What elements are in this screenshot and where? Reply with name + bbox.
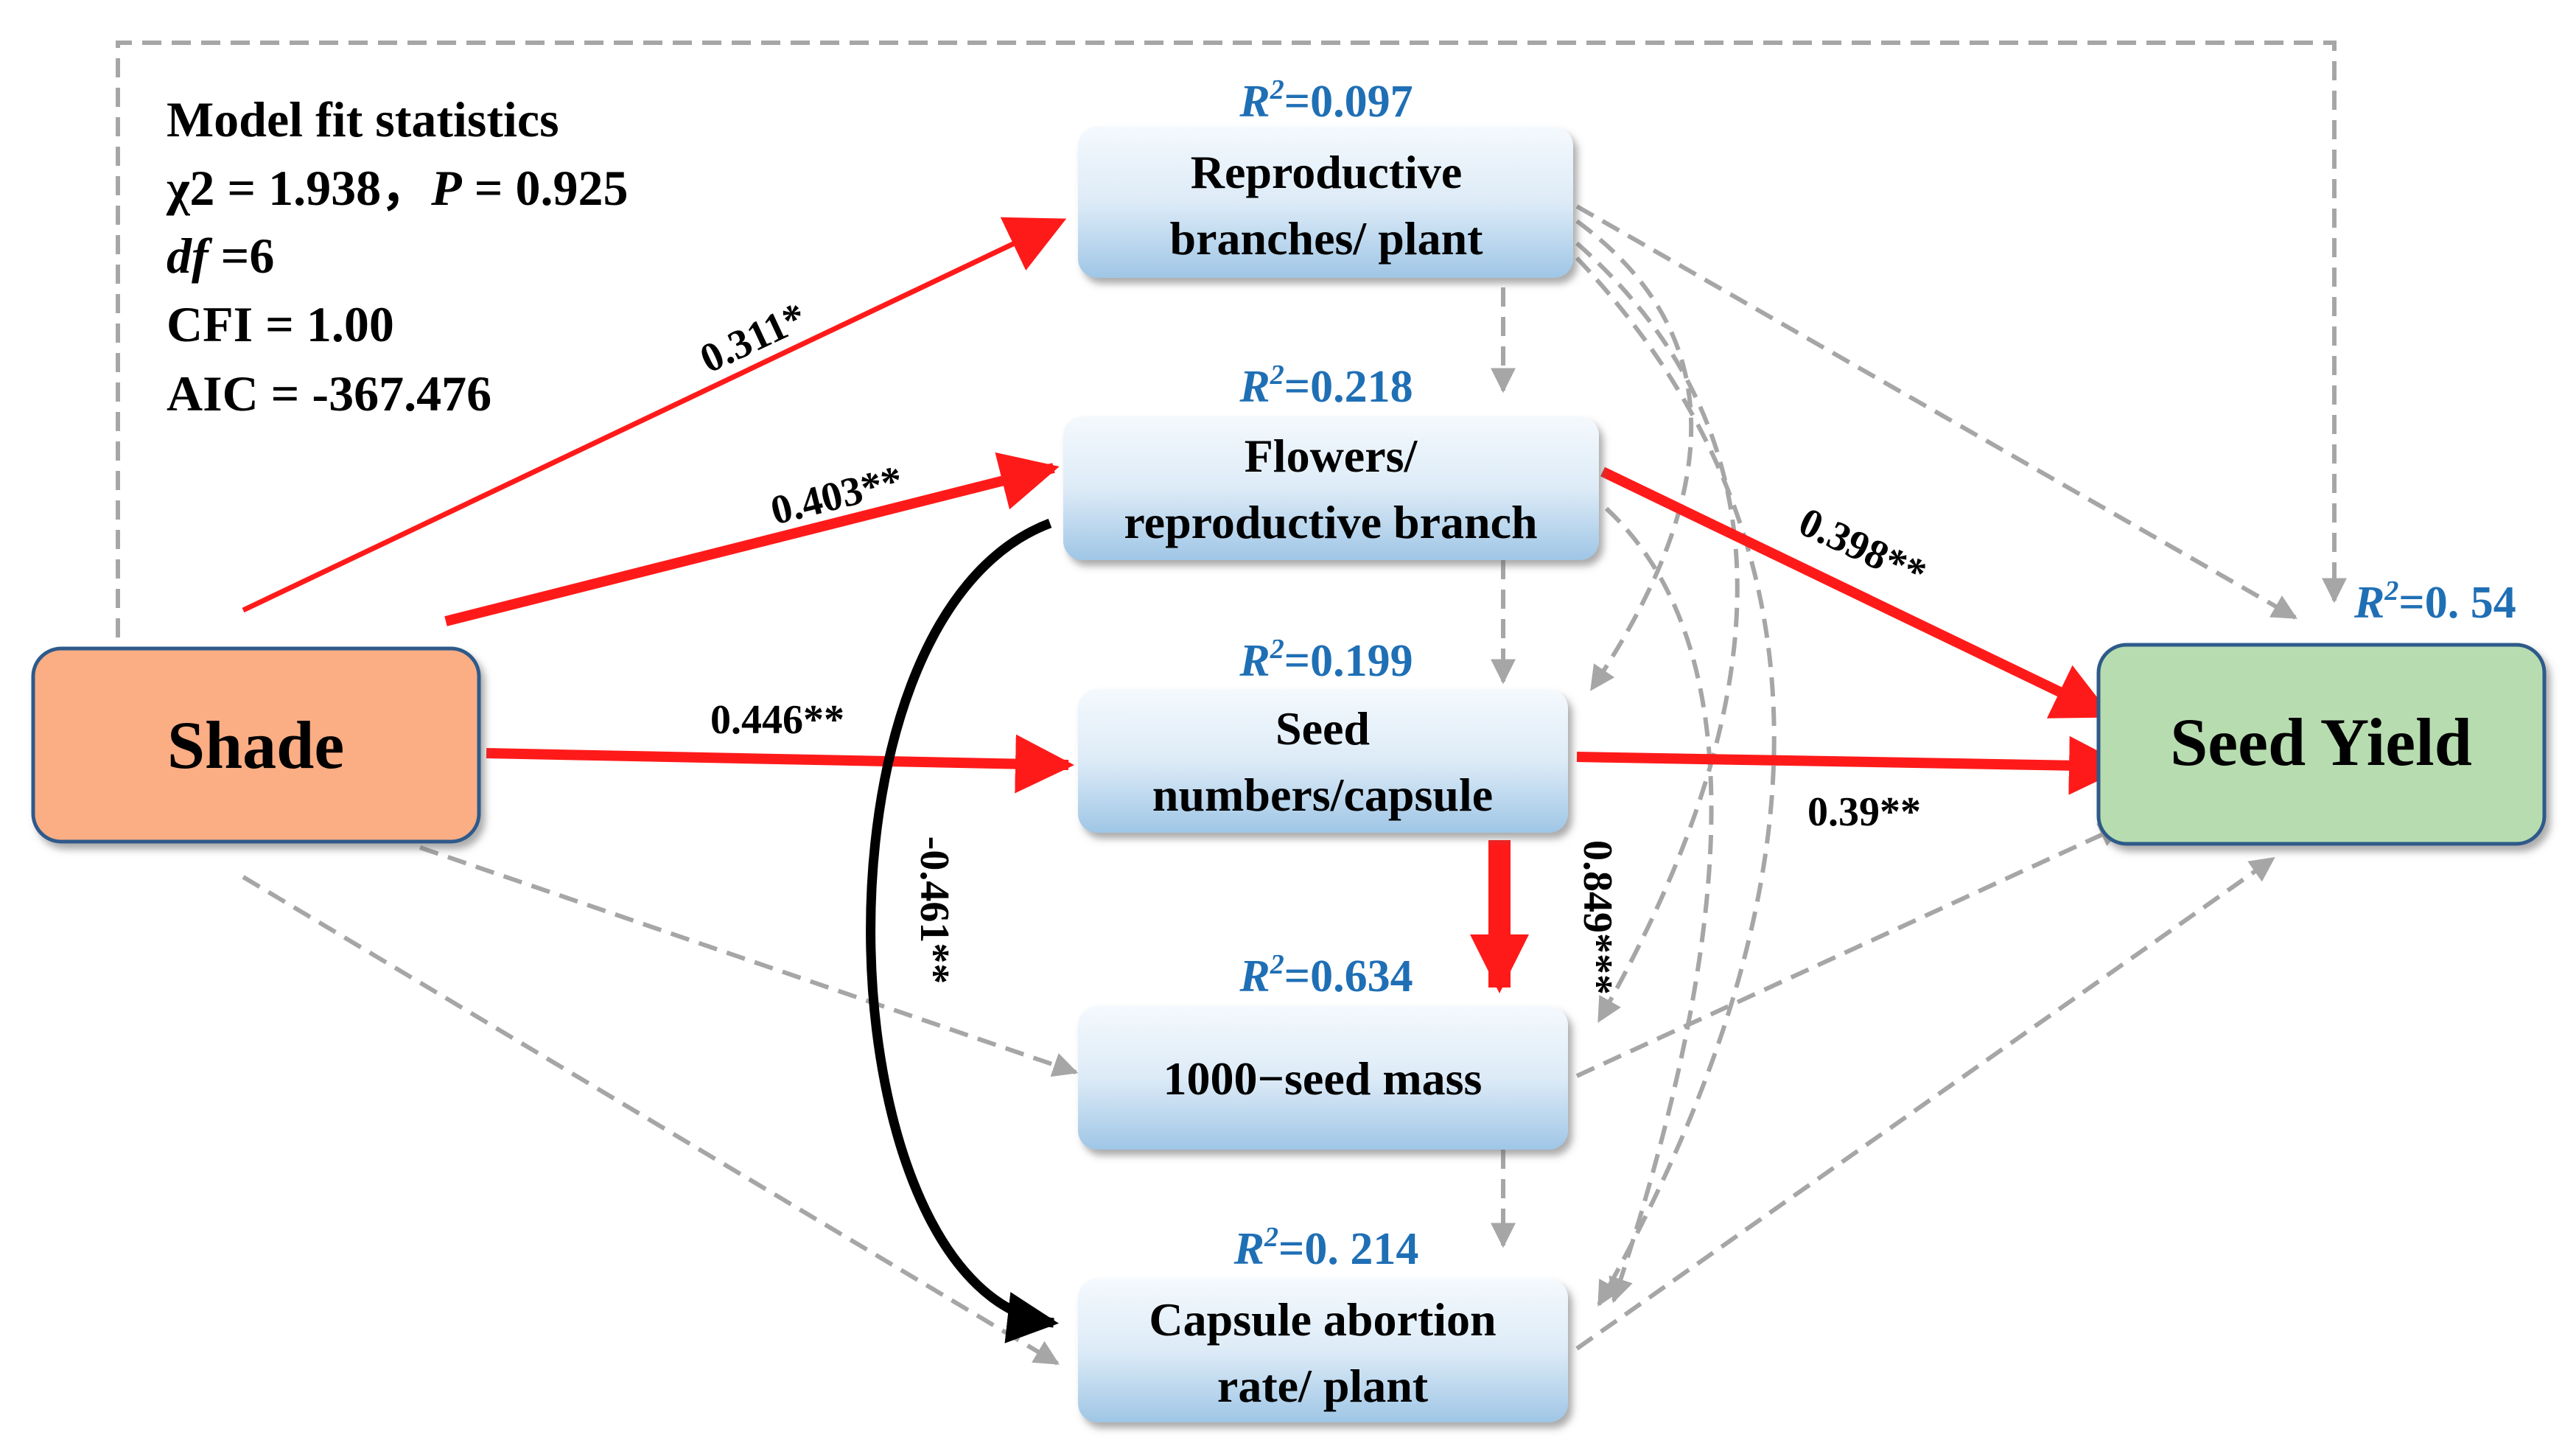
- coef-seed-numbers-to-mass: 0.849***: [1575, 840, 1620, 995]
- path-shade-to-branches: [242, 217, 1067, 613]
- node-seed-yield-label: Seed Yield: [2170, 705, 2472, 780]
- coef-seed-numbers-to-yield: 0.39**: [1807, 789, 1921, 835]
- path-shade-to-flowers: [444, 452, 1060, 626]
- node-capsule-abortion: Capsule abortion rate/ plant R2=0. 214: [1078, 1222, 1568, 1422]
- r2-flowers: R2=0.218: [1239, 360, 1413, 412]
- r2-reproductive-branches: R2=0.097: [1239, 74, 1413, 127]
- node-capsule-abortion-line2: rate/ plant: [1217, 1360, 1429, 1412]
- path-shade-to-mass: [419, 845, 1079, 1077]
- coef-flowers-to-yield: 0.398**: [1792, 499, 1933, 597]
- r2-seed-mass: R2=0.634: [1239, 949, 1413, 1002]
- path-seed-numbers-to-yield: [1576, 735, 2128, 795]
- node-reproductive-branches: Reproductive branches/ plant R2=0.097: [1078, 74, 1573, 278]
- positive-paths: [242, 217, 2128, 993]
- node-seed-numbers-line2: numbers/capsule: [1152, 769, 1493, 821]
- path-branches-to-yield: [1575, 204, 2297, 620]
- path-abortion-to-yield: [1575, 856, 2275, 1351]
- node-flowers: Flowers/ reproductive branch R2=0.218: [1063, 360, 1599, 560]
- path-flowers-to-abortion: [866, 518, 1059, 1343]
- node-shade-label: Shade: [167, 707, 344, 783]
- r2-capsule-abortion: R2=0. 214: [1233, 1222, 1419, 1274]
- path-shade-to-yield-top: [116, 41, 2347, 637]
- node-flowers-line1: Flowers/: [1245, 430, 1418, 482]
- node-seed-yield: Seed Yield R2=0. 54: [2096, 576, 2547, 846]
- coef-flowers-to-abortion: -0.461**: [911, 836, 957, 985]
- node-flowers-line2: reproductive branch: [1124, 496, 1537, 548]
- node-seed-numbers-line1: Seed: [1275, 702, 1370, 755]
- node-seed-mass-label: 1000−seed mass: [1163, 1052, 1483, 1105]
- model-fit-chi-square: χ2 = 1.938，P = 0.925: [166, 160, 628, 216]
- path-branches-to-mass: [1575, 241, 1740, 1023]
- node-seed-mass: 1000−seed mass R2=0.634: [1078, 949, 1568, 1150]
- path-branches-to-seed-numbers: [1575, 219, 1694, 691]
- path-shade-to-seed-numbers: [486, 734, 1074, 794]
- coef-shade-to-seed-numbers: 0.446**: [710, 697, 844, 743]
- path-shade-to-abortion: [242, 875, 1060, 1366]
- node-reproductive-branches-line1: Reproductive: [1191, 146, 1463, 198]
- node-reproductive-branches-line2: branches/ plant: [1170, 212, 1484, 265]
- model-fit-aic: AIC = -367.476: [167, 366, 491, 422]
- r2-seed-numbers: R2=0.199: [1239, 634, 1413, 686]
- model-fit-statistics: Model fit statistics χ2 = 1.938，P = 0.92…: [166, 91, 628, 422]
- node-seed-numbers: Seed numbers/capsule R2=0.199: [1078, 634, 1568, 833]
- path-branches-to-abortion: [1575, 256, 1777, 1307]
- nonsignificant-paths: [116, 41, 2347, 1366]
- r2-seed-yield: R2=0. 54: [2353, 576, 2516, 628]
- path-flowers-to-yield: [1600, 466, 2113, 720]
- node-capsule-abortion-line1: Capsule abortion: [1149, 1293, 1496, 1346]
- node-shade: Shade: [31, 646, 481, 844]
- model-fit-df: df =6: [167, 228, 274, 284]
- path-flowers-to-abortion-dashed: [1604, 506, 1714, 1304]
- model-fit-cfi: CFI = 1.00: [167, 296, 394, 352]
- model-fit-title: Model fit statistics: [167, 91, 559, 147]
- path-mass-to-yield: [1575, 823, 2125, 1078]
